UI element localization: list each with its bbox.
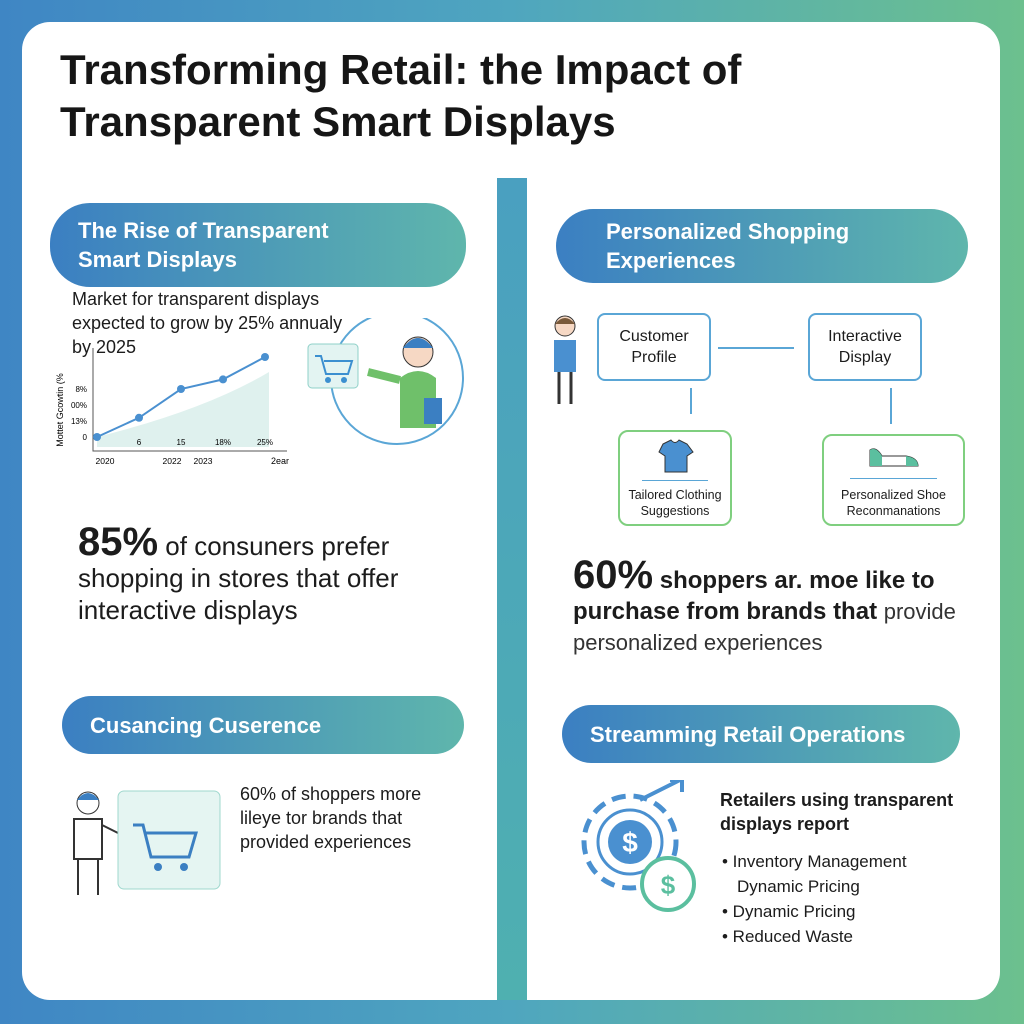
tshirt-icon [658, 439, 694, 473]
gear-dollar-icon: $ $ [581, 780, 696, 912]
point-label: 6 [137, 438, 142, 447]
y-tick-label: 00% [71, 401, 87, 410]
shoe-recommendation-card: Personalized Shoe Reconmanations [822, 434, 965, 526]
svg-text:$: $ [661, 870, 676, 900]
interactive-display-box: Interactive Display [808, 313, 922, 381]
card-label: Tailored Clothing Suggestions [628, 488, 722, 518]
heading-text: Streamming Retail Operations [590, 721, 906, 747]
x-tick-label: 2022 [163, 456, 182, 466]
point-label: 25% [257, 438, 273, 447]
heading-rise-of-displays: The Rise of Transparent Smart Displays [50, 203, 466, 287]
x-axis-label: 2ear [271, 456, 289, 466]
list-item: Dynamic Pricing [737, 877, 860, 896]
data-point [93, 433, 101, 441]
x-tick-label: 2020 [96, 456, 115, 466]
column-divider [497, 178, 527, 1000]
benefits-list: • Inventory Management Dynamic Pricing •… [722, 849, 907, 949]
retailer-report-intro: Retailers using transparent displays rep… [720, 790, 954, 834]
market-growth-text: Market for transparent displays expected… [72, 289, 343, 357]
tailored-clothing-card: Tailored Clothing Suggestions [618, 430, 732, 526]
list-item: • Reduced Waste [722, 927, 853, 946]
customer-icon [554, 315, 576, 404]
chart-axes [92, 348, 287, 452]
y-axis-label: Mottet Gcowtin (% [55, 373, 65, 447]
card-label: Personalized Shoe Reconmanations [841, 488, 946, 518]
point-label: 18% [215, 438, 231, 447]
consumer-preference-stat: 85% of consuners prefer shopping in stor… [78, 522, 458, 626]
stat-value: 85% [78, 520, 159, 564]
y-tick-label: 8% [75, 385, 87, 394]
stat-value: 60% [573, 553, 654, 597]
list-item: • Inventory Management [722, 852, 907, 871]
heading-text: Cusancing Cuserence [90, 712, 322, 738]
data-point [261, 353, 269, 361]
shopper-with-cart-illustration [307, 318, 464, 445]
arrow-right-icon [718, 347, 794, 349]
y-tick-label: 13% [71, 417, 87, 426]
heading-text: The Rise of Transparent Smart Displays [78, 218, 329, 272]
shopper-brand-text: 60% of shoppers more lileye tor brands t… [240, 784, 422, 852]
person-with-cart-illustration [73, 790, 221, 895]
point-label: 15 [177, 438, 186, 447]
chart-area [97, 372, 269, 447]
page-title: Transforming Retail: the Impact of Trans… [60, 46, 742, 145]
shoe-icon [869, 448, 919, 467]
stat-text: provide personalized experiences [573, 599, 956, 655]
heading-personalized-shopping: Personalized Shopping Experiences [556, 209, 968, 283]
data-point [219, 375, 227, 384]
market-growth-chart: Mottet Gcowtin (% 0 13% 00% 8% 6 15 18% 25% 2020 2… [55, 348, 289, 466]
customer-profile-box: Customer Profile [597, 313, 711, 381]
arrow-down-icon [690, 388, 692, 414]
arrow-down-icon [890, 388, 892, 424]
heading-text: Personalized Shopping Experiences [606, 219, 850, 273]
stat-text-bold: shoppers ar. moe like to purchase from b… [573, 567, 935, 625]
y-tick-label: 0 [83, 433, 88, 442]
data-point [177, 385, 185, 393]
x-tick-label: 2023 [194, 456, 213, 466]
heading-cusancing: Cusancing Cuserence [62, 696, 464, 754]
personalized-experience-stat: 60% shoppers ar. moe like to purchase fr… [573, 555, 983, 658]
list-item: • Dynamic Pricing [722, 902, 856, 921]
heading-streamming-operations: Streamming Retail Operations [562, 705, 960, 763]
svg-text:$: $ [622, 827, 638, 858]
data-point [135, 413, 143, 422]
stat-text: of consuners prefer shopping in stores t… [78, 531, 399, 625]
